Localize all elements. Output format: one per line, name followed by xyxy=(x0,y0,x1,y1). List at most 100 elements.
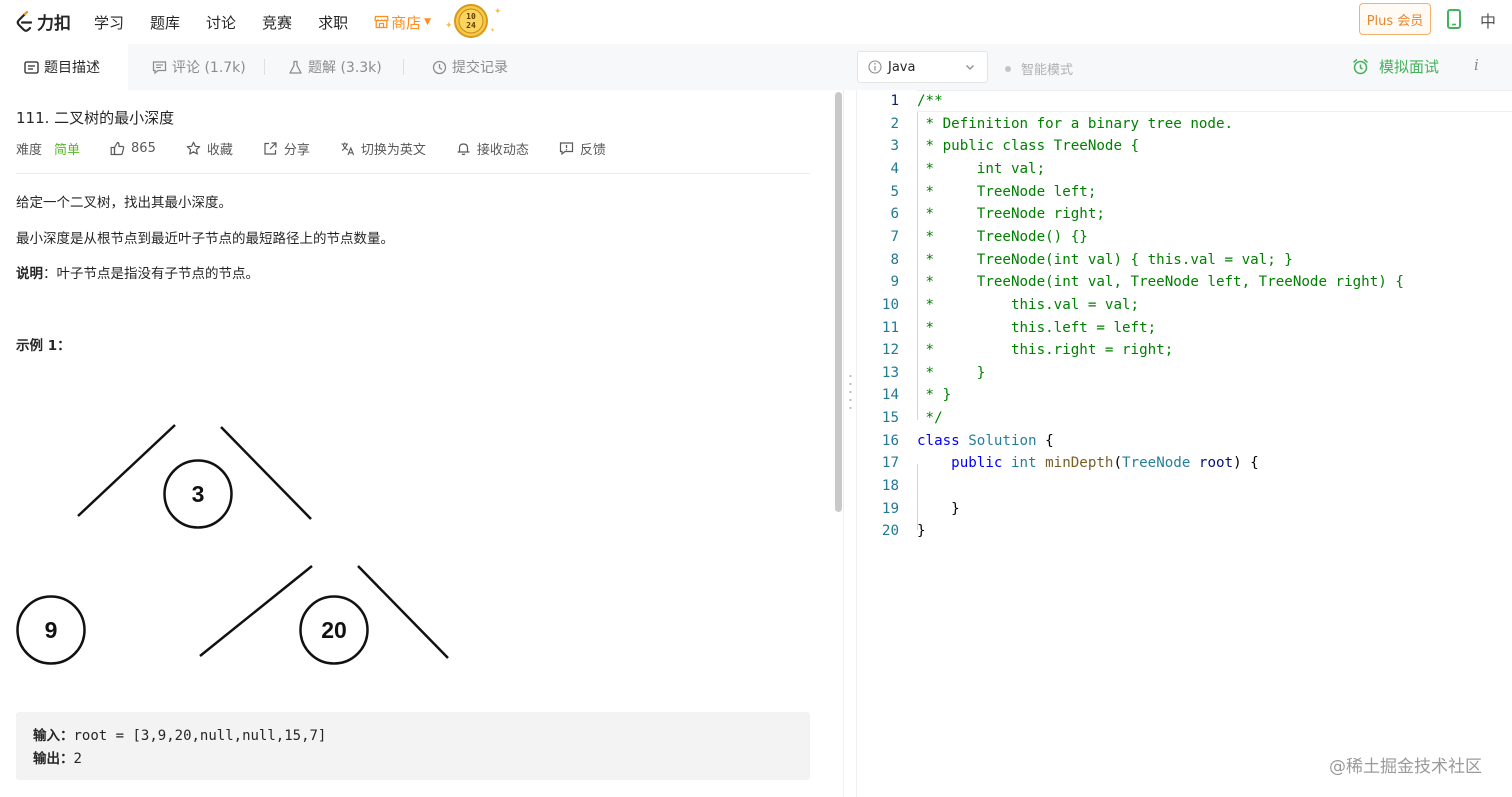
note-text: ：叶子节点是指没有子节点的节点。 xyxy=(43,266,259,282)
like-button[interactable]: 865 xyxy=(110,141,156,156)
mock-interview-button[interactable]: 模拟面试 xyxy=(1352,56,1439,77)
code-text: /** xyxy=(917,90,943,112)
code-comment: * TreeNode(int val) { this.val = val; } xyxy=(917,251,1293,268)
language-switch[interactable]: 中 xyxy=(1480,12,1497,31)
code-text: } xyxy=(917,498,960,520)
code-comment: * this.left = left; xyxy=(917,319,1157,336)
tab-separator xyxy=(403,59,404,75)
input-label: 输入： xyxy=(33,728,74,744)
tree-node-label: 9 xyxy=(45,617,58,643)
code-line[interactable]: 19 } xyxy=(858,498,1512,520)
code-text: * TreeNode(int val, TreeNode left, TreeN… xyxy=(917,271,1404,293)
main-nav: 学习 题库 讨论 竞赛 求职 商店 ▼ xyxy=(94,0,457,44)
editor-info-button[interactable]: i xyxy=(1474,56,1479,74)
output-label: 输出： xyxy=(33,751,74,767)
chevron-down-icon: ▼ xyxy=(424,17,432,27)
code-line[interactable]: 14 * } xyxy=(858,384,1512,406)
line-number: 13 xyxy=(881,364,899,381)
feedback-label: 反馈 xyxy=(579,142,606,158)
chevron-down-icon xyxy=(966,65,974,70)
line-number: 11 xyxy=(881,319,899,336)
line-number: 12 xyxy=(881,342,899,359)
code-line[interactable]: 12 * this.right = right; xyxy=(858,339,1512,361)
code-method-name: minDepth xyxy=(1045,455,1114,472)
tree-edge xyxy=(199,565,313,657)
description-scrollbar[interactable] xyxy=(835,92,842,512)
collect-button[interactable]: 收藏 xyxy=(186,139,233,158)
language-select[interactable]: Java xyxy=(857,51,988,83)
nav-item-discuss[interactable]: 讨论 xyxy=(206,13,237,32)
code-line[interactable]: 5 * TreeNode left; xyxy=(858,181,1512,203)
tree-edge xyxy=(77,424,176,517)
code-line[interactable]: 18 xyxy=(858,475,1512,497)
tab-description[interactable]: 题目描述 xyxy=(0,44,128,90)
code-class-name: Solution xyxy=(968,432,1037,449)
code-keyword: class xyxy=(917,432,960,449)
code-line[interactable]: 11 * this.left = left; xyxy=(858,317,1512,339)
problem-description-1: 给定一个二叉树，找出其最小深度。 xyxy=(16,195,232,211)
code-line[interactable]: 13 * } xyxy=(858,362,1512,384)
current-line-highlight xyxy=(917,90,1512,112)
code-line[interactable]: 20} xyxy=(858,520,1512,542)
code-comment: * } xyxy=(917,364,986,381)
tab-comments[interactable]: 评论 (1.7k) xyxy=(152,44,246,90)
code-text: */ xyxy=(917,407,943,429)
tab-solutions[interactable]: 题解 (3.3k) xyxy=(288,44,382,90)
difficulty-label: 难度 xyxy=(16,142,43,158)
share-button[interactable]: 分享 xyxy=(263,139,310,158)
feedback-button[interactable]: 反馈 xyxy=(559,139,606,158)
subscribe-button[interactable]: 接收动态 xyxy=(456,139,529,158)
tab-comments-label: 评论 (1.7k) xyxy=(172,60,246,76)
like-count: 865 xyxy=(131,140,156,156)
resizer-handle-icon xyxy=(849,372,852,412)
tab-separator xyxy=(264,59,265,75)
nav-item-learn[interactable]: 学习 xyxy=(94,13,125,32)
line-number: 14 xyxy=(881,387,899,404)
line-number: 17 xyxy=(881,455,899,472)
smart-mode-toggle[interactable]: 智能模式 xyxy=(1005,59,1073,78)
code-line[interactable]: 8 * TreeNode(int val) { this.val = val; … xyxy=(858,249,1512,271)
code-line[interactable]: 2 * Definition for a binary tree node. xyxy=(858,113,1512,135)
code-editor[interactable]: 1/**2 * Definition for a binary tree nod… xyxy=(858,90,1512,797)
line-number: 16 xyxy=(881,432,899,449)
smart-mode-dot xyxy=(1005,65,1011,72)
leetcode-logo[interactable]: 力扣 xyxy=(14,9,71,34)
nav-item-jobs[interactable]: 求职 xyxy=(318,13,349,32)
code-line[interactable]: 17 public int minDepth(TreeNode root) { xyxy=(858,452,1512,474)
switch-english-button[interactable]: 切换为英文 xyxy=(340,139,426,158)
code-text: class Solution { xyxy=(917,430,1054,452)
code-text: * TreeNode(int val) { this.val = val; } xyxy=(917,249,1293,271)
code-line[interactable]: 3 * public class TreeNode { xyxy=(858,135,1512,157)
thumbs-up-icon xyxy=(110,141,125,155)
code-line[interactable]: 1/** xyxy=(858,90,1512,112)
info-circle-icon xyxy=(868,60,882,74)
panel-resizer[interactable] xyxy=(843,90,857,797)
divider xyxy=(16,173,810,174)
code-comment: * } xyxy=(917,387,952,404)
line-number: 10 xyxy=(881,296,899,313)
tab-description-label: 题目描述 xyxy=(44,60,100,76)
plus-member-button[interactable]: Plus 会员 xyxy=(1359,3,1431,35)
tab-submissions[interactable]: 提交记录 xyxy=(432,44,508,90)
code-line[interactable]: 10 * this.val = val; xyxy=(858,294,1512,316)
code-line[interactable]: 4 * int val; xyxy=(858,158,1512,180)
nav-item-store[interactable]: 商店 ▼ xyxy=(374,12,431,33)
output-value: 2 xyxy=(73,751,82,767)
code-comment: * TreeNode left; xyxy=(917,183,1097,200)
problem-description-panel: 111. 二叉树的最小深度 难度 简单 865 收藏 分享 xyxy=(0,90,836,797)
code-text: * int val; xyxy=(917,158,1046,180)
code-text: * TreeNode left; xyxy=(917,181,1097,203)
mobile-app-icon[interactable] xyxy=(1446,9,1462,29)
line-number: 18 xyxy=(881,478,899,495)
code-line[interactable]: 6 * TreeNode right; xyxy=(858,203,1512,225)
code-line[interactable]: 16 class Solution { xyxy=(858,430,1512,452)
code-line[interactable]: 7 * TreeNode() {} xyxy=(858,226,1512,248)
nav-item-problemset[interactable]: 题库 xyxy=(150,13,181,32)
code-punct: { xyxy=(1036,432,1054,449)
store-icon xyxy=(374,15,389,29)
code-line[interactable]: 9 * TreeNode(int val, TreeNode left, Tre… xyxy=(858,271,1512,293)
nav-item-contest[interactable]: 竞赛 xyxy=(262,13,293,32)
code-line[interactable]: 15 */ xyxy=(858,407,1512,429)
anniversary-coin-icon[interactable]: ✦ ✦ ✦ 10 24 xyxy=(442,2,504,40)
coin-text-top: 10 xyxy=(466,12,476,21)
